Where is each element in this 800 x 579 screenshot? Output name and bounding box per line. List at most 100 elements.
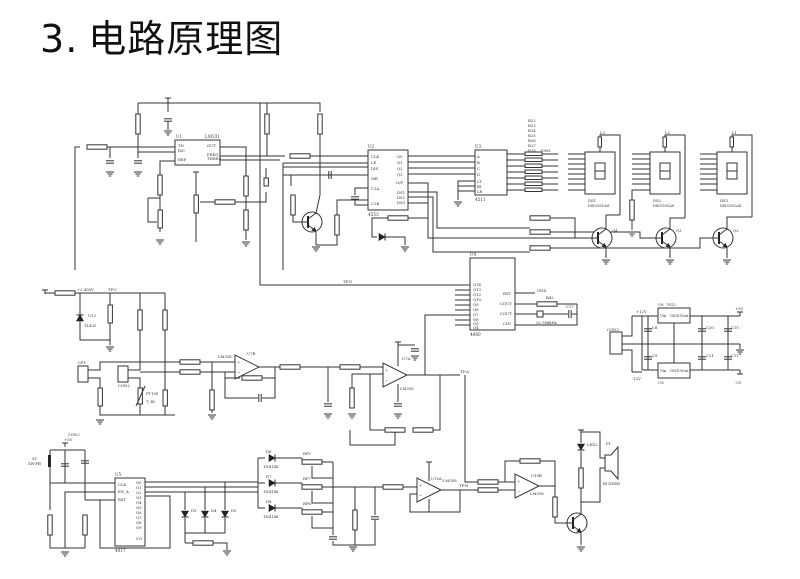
svg-text:TP-C: TP-C bbox=[108, 287, 117, 292]
svg-text:C20: C20 bbox=[706, 325, 714, 330]
svg-text:LM358: LM358 bbox=[218, 354, 232, 359]
display-ds2: L2 DS2 MS5161AS bbox=[627, 130, 686, 237]
svg-text:CON3: CON3 bbox=[607, 327, 619, 332]
svg-text:L3: L3 bbox=[600, 130, 606, 135]
svg-text:RST: RST bbox=[503, 291, 511, 296]
svg-text:C21: C21 bbox=[706, 353, 714, 358]
svg-text:FREQ: FREQ bbox=[207, 152, 218, 157]
u5-chip bbox=[114, 477, 146, 547]
svg-text:U1: U1 bbox=[176, 134, 183, 139]
svg-text:TP-D: TP-D bbox=[343, 279, 352, 284]
segment-bus bbox=[507, 153, 525, 191]
svg-text:C8: C8 bbox=[652, 325, 658, 330]
svg-text:DS3: DS3 bbox=[720, 198, 729, 203]
svg-text:Vin: Vin bbox=[659, 313, 667, 318]
resistor-pack: R22 R23 R24 R25 R26 R27 R28 200Ω bbox=[524, 118, 558, 192]
svg-text:PT100: PT100 bbox=[146, 391, 159, 396]
svg-text:-12V: -12V bbox=[632, 376, 641, 381]
svg-text:R27: R27 bbox=[528, 143, 536, 148]
svg-text:THRES: THRES bbox=[207, 156, 221, 161]
svg-text:CLK: CLK bbox=[118, 482, 126, 487]
svg-text:LM358: LM358 bbox=[400, 386, 414, 391]
svg-text:Q7: Q7 bbox=[136, 515, 142, 520]
svg-text:COUT: COUT bbox=[500, 301, 512, 306]
svg-text:C11: C11 bbox=[731, 353, 739, 358]
svg-text:P1: P1 bbox=[606, 441, 611, 446]
svg-text:R25: R25 bbox=[528, 133, 536, 138]
connector-con3 bbox=[609, 331, 623, 355]
svg-text:CON2: CON2 bbox=[118, 383, 130, 388]
display-ds1: L3 DS1 MS5161AS bbox=[568, 130, 621, 215]
svg-text:C10: C10 bbox=[731, 325, 739, 330]
svg-text:Q12: Q12 bbox=[473, 292, 482, 297]
svg-text:D6: D6 bbox=[266, 449, 272, 454]
svg-text:D8: D8 bbox=[266, 499, 272, 504]
svg-text:Q0: Q0 bbox=[397, 154, 403, 159]
svg-text:4060: 4060 bbox=[470, 332, 481, 337]
svg-text:Q0: Q0 bbox=[136, 480, 142, 485]
svg-text:200Ω: 200Ω bbox=[540, 148, 550, 153]
svg-text:TP-B: TP-B bbox=[459, 483, 468, 488]
u4-chip bbox=[469, 257, 516, 331]
svg-text:Q1: Q1 bbox=[136, 485, 142, 490]
svg-text:C1B: C1B bbox=[371, 201, 379, 206]
svg-text:SW-PB: SW-PB bbox=[28, 461, 41, 466]
svg-text:Q10: Q10 bbox=[473, 297, 482, 302]
svg-text:R24: R24 bbox=[528, 128, 536, 133]
svg-text:LM358: LM358 bbox=[530, 491, 544, 496]
svg-text:LM331: LM331 bbox=[205, 134, 220, 139]
svg-text:TP-A: TP-A bbox=[460, 369, 469, 374]
svg-text:Q3: Q3 bbox=[397, 172, 403, 177]
svg-text:R/C: R/C bbox=[178, 148, 185, 153]
svg-text:32.768kHz: 32.768kHz bbox=[536, 320, 557, 325]
connector-con2 bbox=[117, 365, 129, 383]
svg-text:U10A: U10A bbox=[431, 476, 442, 481]
svg-text:D4: D4 bbox=[211, 508, 217, 513]
svg-text:MS5161AS: MS5161AS bbox=[588, 203, 610, 208]
svg-text:LE: LE bbox=[371, 160, 377, 165]
svg-text:GND: GND bbox=[537, 288, 546, 293]
svg-text:BUZZER: BUZZER bbox=[603, 481, 620, 486]
svg-text:TL431: TL431 bbox=[84, 323, 96, 328]
svg-text:REF: REF bbox=[178, 157, 187, 162]
svg-text:+2.495V: +2.495V bbox=[77, 287, 94, 292]
svg-text:U6: U6 bbox=[658, 302, 664, 307]
svg-text:L2: L2 bbox=[665, 130, 671, 135]
svg-text:T_RI: T_RI bbox=[146, 399, 155, 404]
svg-text:Q2: Q2 bbox=[397, 166, 403, 171]
svg-text:RP5: RP5 bbox=[303, 451, 311, 456]
svg-text:DS1: DS1 bbox=[397, 190, 405, 195]
svg-text:-5V: -5V bbox=[735, 380, 742, 385]
svg-text:Q6: Q6 bbox=[136, 510, 142, 515]
svg-text:R22: R22 bbox=[528, 118, 536, 123]
svg-text:C: C bbox=[477, 166, 480, 171]
svg-text:U3: U3 bbox=[475, 144, 482, 149]
svg-text:R26: R26 bbox=[528, 138, 536, 143]
counter-section: U2 4553 CLK LE DIS MR C1A C1B Q0 Q1 Q2 Q… bbox=[282, 134, 575, 270]
u1-chip bbox=[174, 139, 221, 166]
svg-text:Q14: Q14 bbox=[473, 282, 482, 287]
oscillator-section: TP-D U4 4060 Q14 Q13 Q12 Q10 Q9 Q8 Q7 Q6… bbox=[259, 103, 578, 337]
svg-text:MS5161AS: MS5161AS bbox=[653, 203, 675, 208]
svg-text:Vout: Vout bbox=[679, 313, 689, 318]
page-title: 3.电路原理图 bbox=[40, 8, 283, 63]
svg-text:U2: U2 bbox=[368, 144, 375, 149]
sensor-section: +2.495V TP-C U12 TL431 CP1 CON2 PT100 T_… bbox=[41, 287, 469, 446]
svg-text:Q5: Q5 bbox=[136, 505, 142, 510]
svg-text:TN: TN bbox=[178, 143, 185, 148]
svg-text:+12V: +12V bbox=[636, 309, 647, 314]
svg-text:Q8: Q8 bbox=[136, 520, 142, 525]
svg-text:DS3: DS3 bbox=[397, 200, 406, 205]
svg-text:Q9: Q9 bbox=[473, 302, 479, 307]
buzzer-icon bbox=[604, 445, 619, 481]
svg-text:MS5161AS: MS5161AS bbox=[720, 203, 742, 208]
svg-text:LT: LT bbox=[477, 179, 482, 184]
svg-text:CLK: CLK bbox=[371, 154, 379, 159]
svg-text:C9: C9 bbox=[652, 353, 658, 358]
section-title: 电路原理图 bbox=[88, 17, 284, 61]
svg-text:Q8: Q8 bbox=[473, 307, 479, 312]
svg-text:+5V: +5V bbox=[735, 306, 744, 311]
svg-text:D3: D3 bbox=[191, 508, 197, 513]
svg-text:DS2: DS2 bbox=[653, 198, 662, 203]
svg-text:Q3: Q3 bbox=[676, 228, 682, 233]
